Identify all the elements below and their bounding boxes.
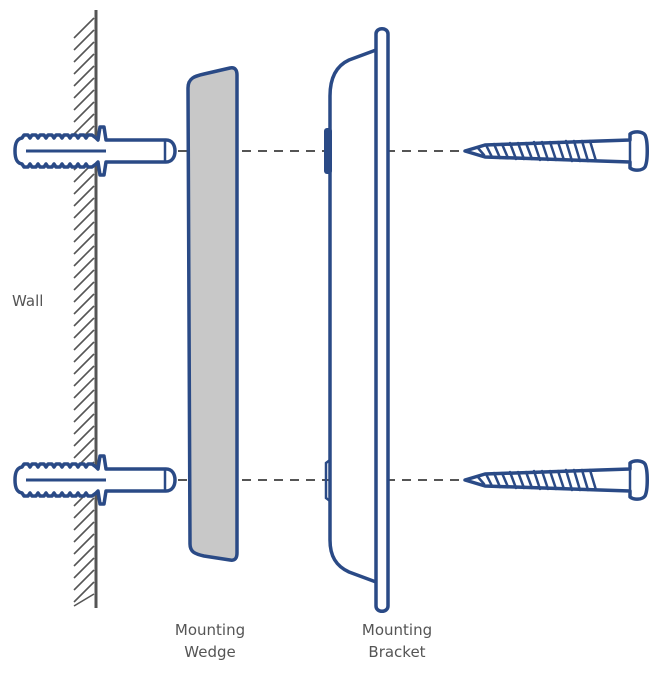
screw-icon [463, 459, 649, 501]
mounting-wedge-label-line1: Mounting [174, 621, 246, 639]
mounting-wedge-label: Mounting Wedge [150, 619, 270, 663]
wall [73, 10, 98, 608]
screw-icon [463, 130, 649, 172]
wall-label: Wall [12, 292, 44, 310]
mounting-wedge [186, 66, 239, 562]
mounting-bracket-label-line2: Bracket [368, 643, 426, 661]
mounting-wedge-label-line2: Wedge [184, 643, 236, 661]
mounting-bracket-label-line1: Mounting [361, 621, 433, 639]
mounting-bracket-label: Mounting Bracket [337, 619, 457, 663]
mounting-bracket [324, 27, 390, 613]
